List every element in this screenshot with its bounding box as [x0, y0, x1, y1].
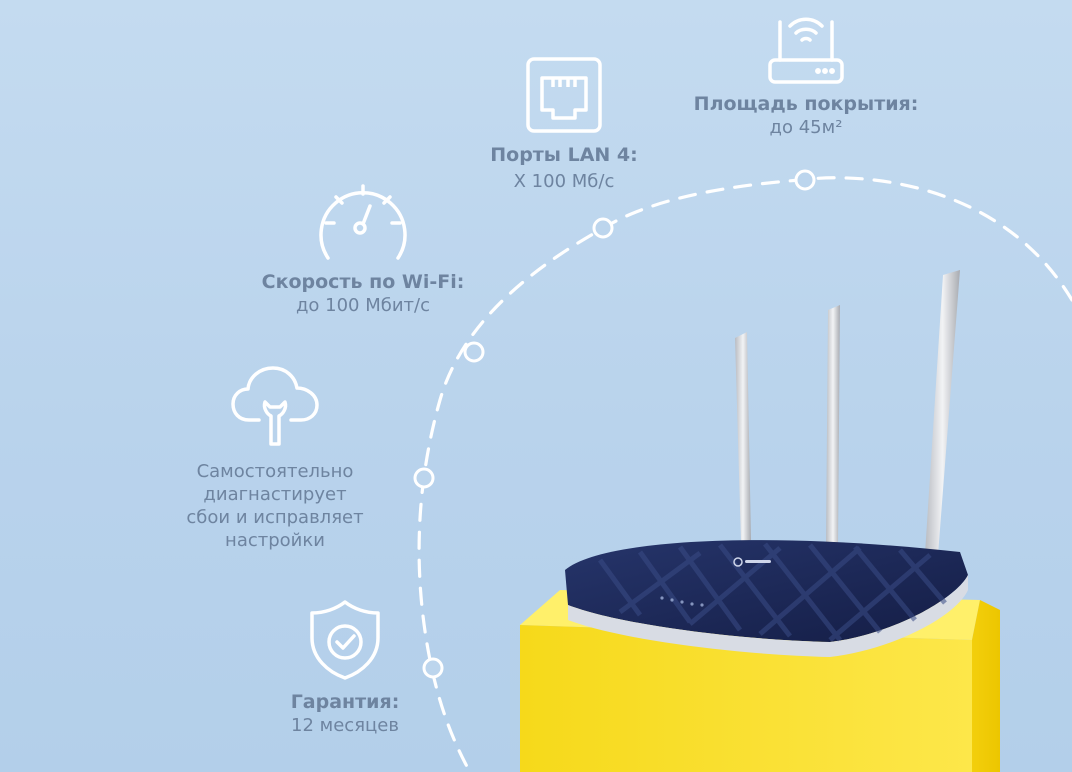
- router: [565, 270, 968, 657]
- feature-warranty: Гарантия: 12 месяцев: [250, 598, 440, 738]
- diagnostics-description: Самостоятельно диагнастирует сбои и испр…: [186, 461, 364, 551]
- antenna: [925, 270, 960, 555]
- speedometer-icon: [319, 184, 407, 260]
- speed-title: Скорость по Wi-Fi:: [261, 271, 465, 293]
- warranty-title: Гарантия:: [290, 691, 400, 713]
- wifi-router-icon: [768, 17, 844, 84]
- arc-node: [592, 217, 614, 239]
- coverage-value: до 45м²: [769, 117, 843, 138]
- feature-lan-ports: Порты LAN 4: X 100 Мб/с: [460, 56, 668, 194]
- tp-link-logo: [733, 557, 771, 567]
- arc-node: [413, 467, 435, 489]
- antenna: [826, 305, 840, 546]
- shield-check-icon: [310, 600, 380, 680]
- feature-coverage: Площадь покрытия: до 45м²: [672, 8, 940, 140]
- arc-node: [794, 169, 816, 191]
- cloud-wrench-icon: [231, 366, 319, 446]
- coverage-title: Площадь покрытия:: [693, 93, 919, 115]
- lan-value: X 100 Мб/с: [513, 171, 615, 192]
- lan-title: Порты LAN 4:: [490, 144, 638, 166]
- speed-value: до 100 Мбит/с: [295, 295, 431, 316]
- ethernet-port-icon: [526, 57, 602, 133]
- feature-wifi-speed: Скорость по Wi-Fi: до 100 Мбит/с: [236, 178, 490, 318]
- arc-node: [463, 341, 485, 363]
- arc-node: [422, 657, 444, 679]
- warranty-value: 12 месяцев: [291, 715, 399, 736]
- feature-self-diagnostics: Самостоятельно диагнастирует сбои и испр…: [160, 364, 390, 552]
- antenna: [735, 332, 751, 542]
